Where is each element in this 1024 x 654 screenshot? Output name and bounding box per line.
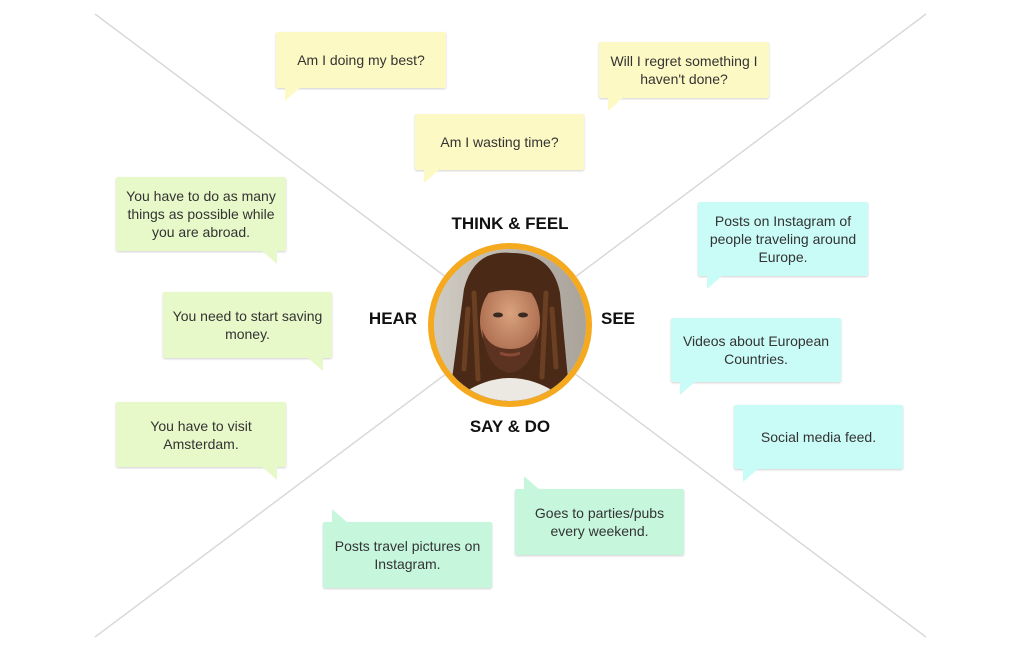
note-text: You need to start saving money. xyxy=(172,308,323,342)
note-text: Am I wasting time? xyxy=(440,134,559,150)
persona-photo xyxy=(434,249,586,401)
note-text: Posts on Instagram of people traveling a… xyxy=(709,213,857,265)
say-do-note[interactable]: Posts travel pictures on Instagram. xyxy=(323,509,492,588)
think-note[interactable]: Am I doing my best? xyxy=(276,32,446,101)
see-label: SEE xyxy=(600,309,636,328)
note-text: Social media feed. xyxy=(760,429,877,445)
think-feel-label: THINK & FEEL xyxy=(451,214,569,233)
note-text: You have to visit Amsterdam. xyxy=(150,417,252,452)
say-do-label: SAY & DO xyxy=(469,417,551,436)
hear-note[interactable]: You have to visit Amsterdam. xyxy=(116,402,286,480)
hear-label: HEAR xyxy=(368,309,418,328)
think-note[interactable]: Will I regret something I haven't done? xyxy=(599,42,769,111)
think-note[interactable]: Am I wasting time? xyxy=(415,114,584,183)
see-note[interactable]: Posts on Instagram of people traveling a… xyxy=(698,202,868,289)
note-text: Am I doing my best? xyxy=(297,52,425,68)
persona-avatar xyxy=(428,243,592,407)
note-text: Posts travel pictures on Instagram. xyxy=(334,538,481,572)
hear-note[interactable]: You have to do as many things as possibl… xyxy=(116,177,286,264)
note-text: Videos about European Countries. xyxy=(682,333,830,367)
see-note[interactable]: Videos about European Countries. xyxy=(671,318,841,395)
note-text: Goes to parties/pubs every weekend. xyxy=(534,505,665,539)
hear-note[interactable]: You need to start saving money. xyxy=(163,292,332,371)
see-note[interactable]: Social media feed. xyxy=(734,405,903,482)
say-do-note[interactable]: Goes to parties/pubs every weekend. xyxy=(515,476,684,555)
note-text: Will I regret something I haven't done? xyxy=(610,53,758,87)
note-text: You have to do as many things as possibl… xyxy=(126,188,276,240)
